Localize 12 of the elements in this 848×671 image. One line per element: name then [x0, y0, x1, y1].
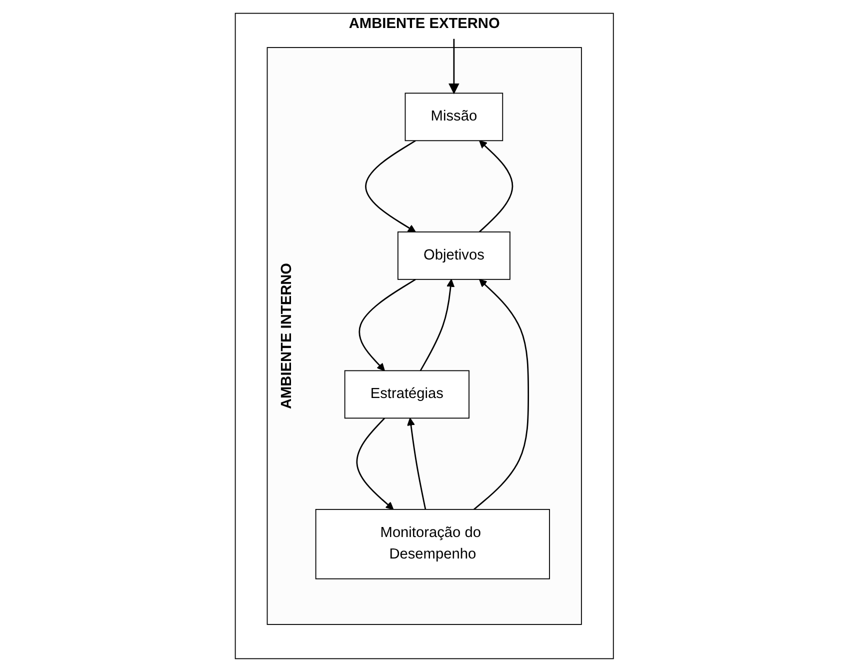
node-box: Objetivos	[397, 230, 510, 280]
arrow	[448, 38, 460, 94]
arrow	[356, 417, 394, 510]
arrow	[478, 140, 513, 232]
node-box: Missão	[404, 92, 503, 141]
arrow	[364, 140, 416, 232]
node-box: Monitoração do Desempenho	[315, 508, 550, 579]
arrow	[420, 278, 454, 371]
arrow	[473, 278, 529, 510]
node-box: Estratégias	[344, 370, 470, 418]
arrow	[406, 417, 426, 510]
arrow	[358, 278, 416, 371]
